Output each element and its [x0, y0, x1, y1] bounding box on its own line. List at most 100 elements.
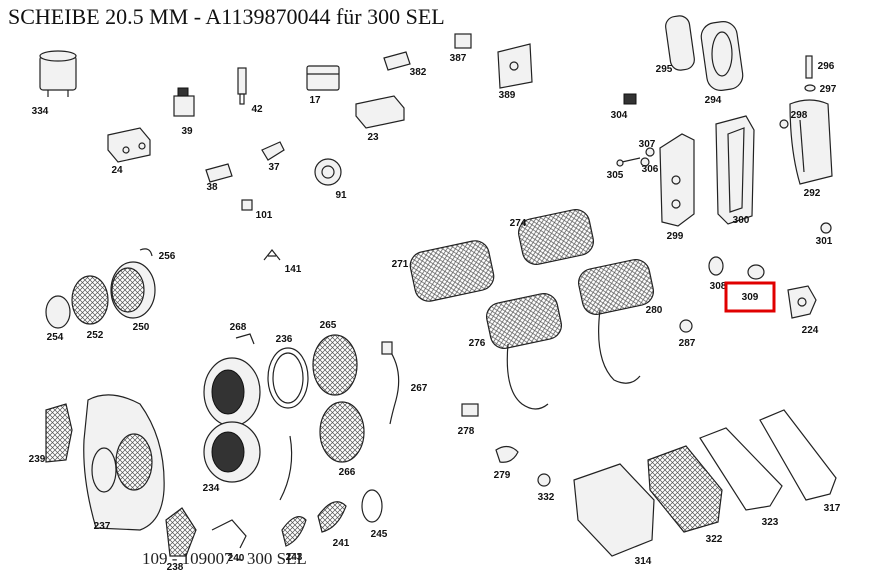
part-label-252: 252 — [87, 330, 104, 341]
part-label-240: 240 — [228, 553, 245, 564]
part-label-308: 308 — [710, 281, 727, 292]
part-278-connector-drawing — [461, 403, 479, 417]
part-label-17: 17 — [309, 95, 321, 106]
part-label-389: 389 — [499, 90, 516, 101]
part-label-301: 301 — [816, 236, 833, 247]
part-287-grommet-drawing — [679, 319, 693, 333]
part-label-265: 265 — [320, 320, 337, 331]
part-label-332: 332 — [538, 492, 555, 503]
part-label-224: 224 — [802, 325, 819, 336]
highlight-box — [724, 281, 776, 313]
part-307-screw-drawing — [645, 147, 655, 157]
part-label-243: 243 — [286, 552, 303, 563]
part-label-317: 317 — [824, 503, 841, 514]
part-296-fuse-drawing — [805, 55, 813, 79]
part-label-256: 256 — [159, 251, 176, 262]
part-301-nut-drawing — [820, 222, 832, 234]
part-label-37: 37 — [268, 162, 280, 173]
part-294-lamp-drawing — [700, 21, 744, 91]
part-label-237: 237 — [94, 521, 111, 532]
part-240-wire-drawing — [211, 519, 247, 549]
part-308-grommet-drawing — [708, 256, 724, 276]
diagram-footer: 109 - 109007 - 300 SEL — [142, 549, 307, 568]
part-label-304: 304 — [611, 110, 628, 121]
part-label-101: 101 — [256, 210, 273, 221]
page-title: SCHEIBE 20.5 MM - A1139870044 für 300 SE… — [8, 4, 445, 29]
part-label-234: 234 — [203, 483, 220, 494]
part-label-287: 287 — [679, 338, 696, 349]
part-label-267: 267 — [411, 383, 428, 394]
part-274-lamp-drawing — [518, 209, 594, 265]
part-224-holder-drawing — [787, 285, 817, 319]
part-280-lamp-drawing — [578, 259, 654, 384]
part-279-bulb-drawing — [495, 445, 519, 463]
part-label-42: 42 — [251, 104, 263, 115]
part-297-nut-drawing — [804, 84, 816, 92]
part-label-298: 298 — [791, 110, 808, 121]
part-332-bulb-drawing — [537, 473, 551, 487]
part-243-lamp-drawing — [281, 516, 307, 547]
part-label-307: 307 — [639, 139, 656, 150]
part-276-lamp-drawing — [486, 293, 562, 410]
part-label-278: 278 — [458, 426, 475, 437]
part-387-plug-drawing — [454, 33, 472, 49]
part-24-module-drawing — [107, 127, 151, 163]
part-label-271: 271 — [392, 259, 409, 270]
part-271-lamp-drawing — [409, 240, 495, 302]
part-label-39: 39 — [181, 126, 193, 137]
part-label-297: 297 — [820, 84, 837, 95]
part-268-clip-drawing — [235, 333, 255, 345]
part-label-268: 268 — [230, 322, 247, 333]
part-300-lens-drawing — [715, 115, 755, 225]
part-91-socket-drawing — [314, 158, 342, 186]
part-label-305: 305 — [607, 170, 624, 181]
part-label-91: 91 — [335, 190, 347, 201]
part-250-headlamp-drawing — [110, 261, 156, 319]
part-304-clip-drawing — [623, 93, 637, 105]
part-37-clip-drawing — [261, 141, 285, 161]
part-label-334: 334 — [32, 106, 49, 117]
part-39-switch-drawing — [173, 87, 195, 117]
part-label-239: 239 — [29, 454, 46, 465]
part-label-24: 24 — [111, 165, 123, 176]
part-237-headlamp-frame-drawing — [83, 394, 165, 531]
part-label-292: 292 — [804, 188, 821, 199]
part-382-connector-drawing — [383, 51, 411, 71]
part-334-relay-drawing — [39, 50, 77, 97]
part-label-382: 382 — [410, 67, 427, 78]
part-314-lamp-drawing — [573, 463, 655, 557]
part-label-254: 254 — [47, 332, 64, 343]
part-label-295: 295 — [656, 64, 673, 75]
part-label-250: 250 — [133, 322, 150, 333]
part-317-gasket-drawing — [759, 409, 837, 501]
part-label-299: 299 — [667, 231, 684, 242]
part-label-245: 245 — [371, 529, 388, 540]
part-322-lens-drawing — [647, 445, 723, 533]
part-label-276: 276 — [469, 338, 486, 349]
part-292-lamp-drawing — [789, 99, 833, 185]
part-label-294: 294 — [705, 95, 722, 106]
part-256-spring-drawing — [139, 248, 153, 257]
part-298-screw-drawing — [779, 119, 789, 129]
part-323-gasket-drawing — [699, 427, 783, 511]
part-label-238: 238 — [167, 562, 184, 573]
part-label-314: 314 — [635, 556, 652, 567]
part-label-296: 296 — [818, 61, 835, 72]
part-299-lamp-housing-drawing — [659, 133, 695, 227]
part-labels: 3342439421738238738923373891101141256254… — [29, 53, 841, 573]
part-label-38: 38 — [206, 182, 218, 193]
part-234-housing-drawing — [203, 357, 293, 501]
part-305-bolt-drawing — [616, 157, 641, 167]
part-label-323: 323 — [762, 517, 779, 528]
part-label-322: 322 — [706, 534, 723, 545]
part-306-washer-drawing — [640, 157, 650, 167]
part-239-cover-drawing — [45, 403, 73, 463]
part-241-lamp-drawing — [317, 501, 347, 533]
part-label-280: 280 — [646, 305, 663, 316]
part-38-terminal-drawing — [205, 163, 233, 183]
part-label-300: 300 — [733, 215, 750, 226]
part-266-lens-drawing — [319, 401, 365, 463]
part-141-holder-drawing — [263, 249, 281, 261]
part-label-23: 23 — [367, 132, 379, 143]
